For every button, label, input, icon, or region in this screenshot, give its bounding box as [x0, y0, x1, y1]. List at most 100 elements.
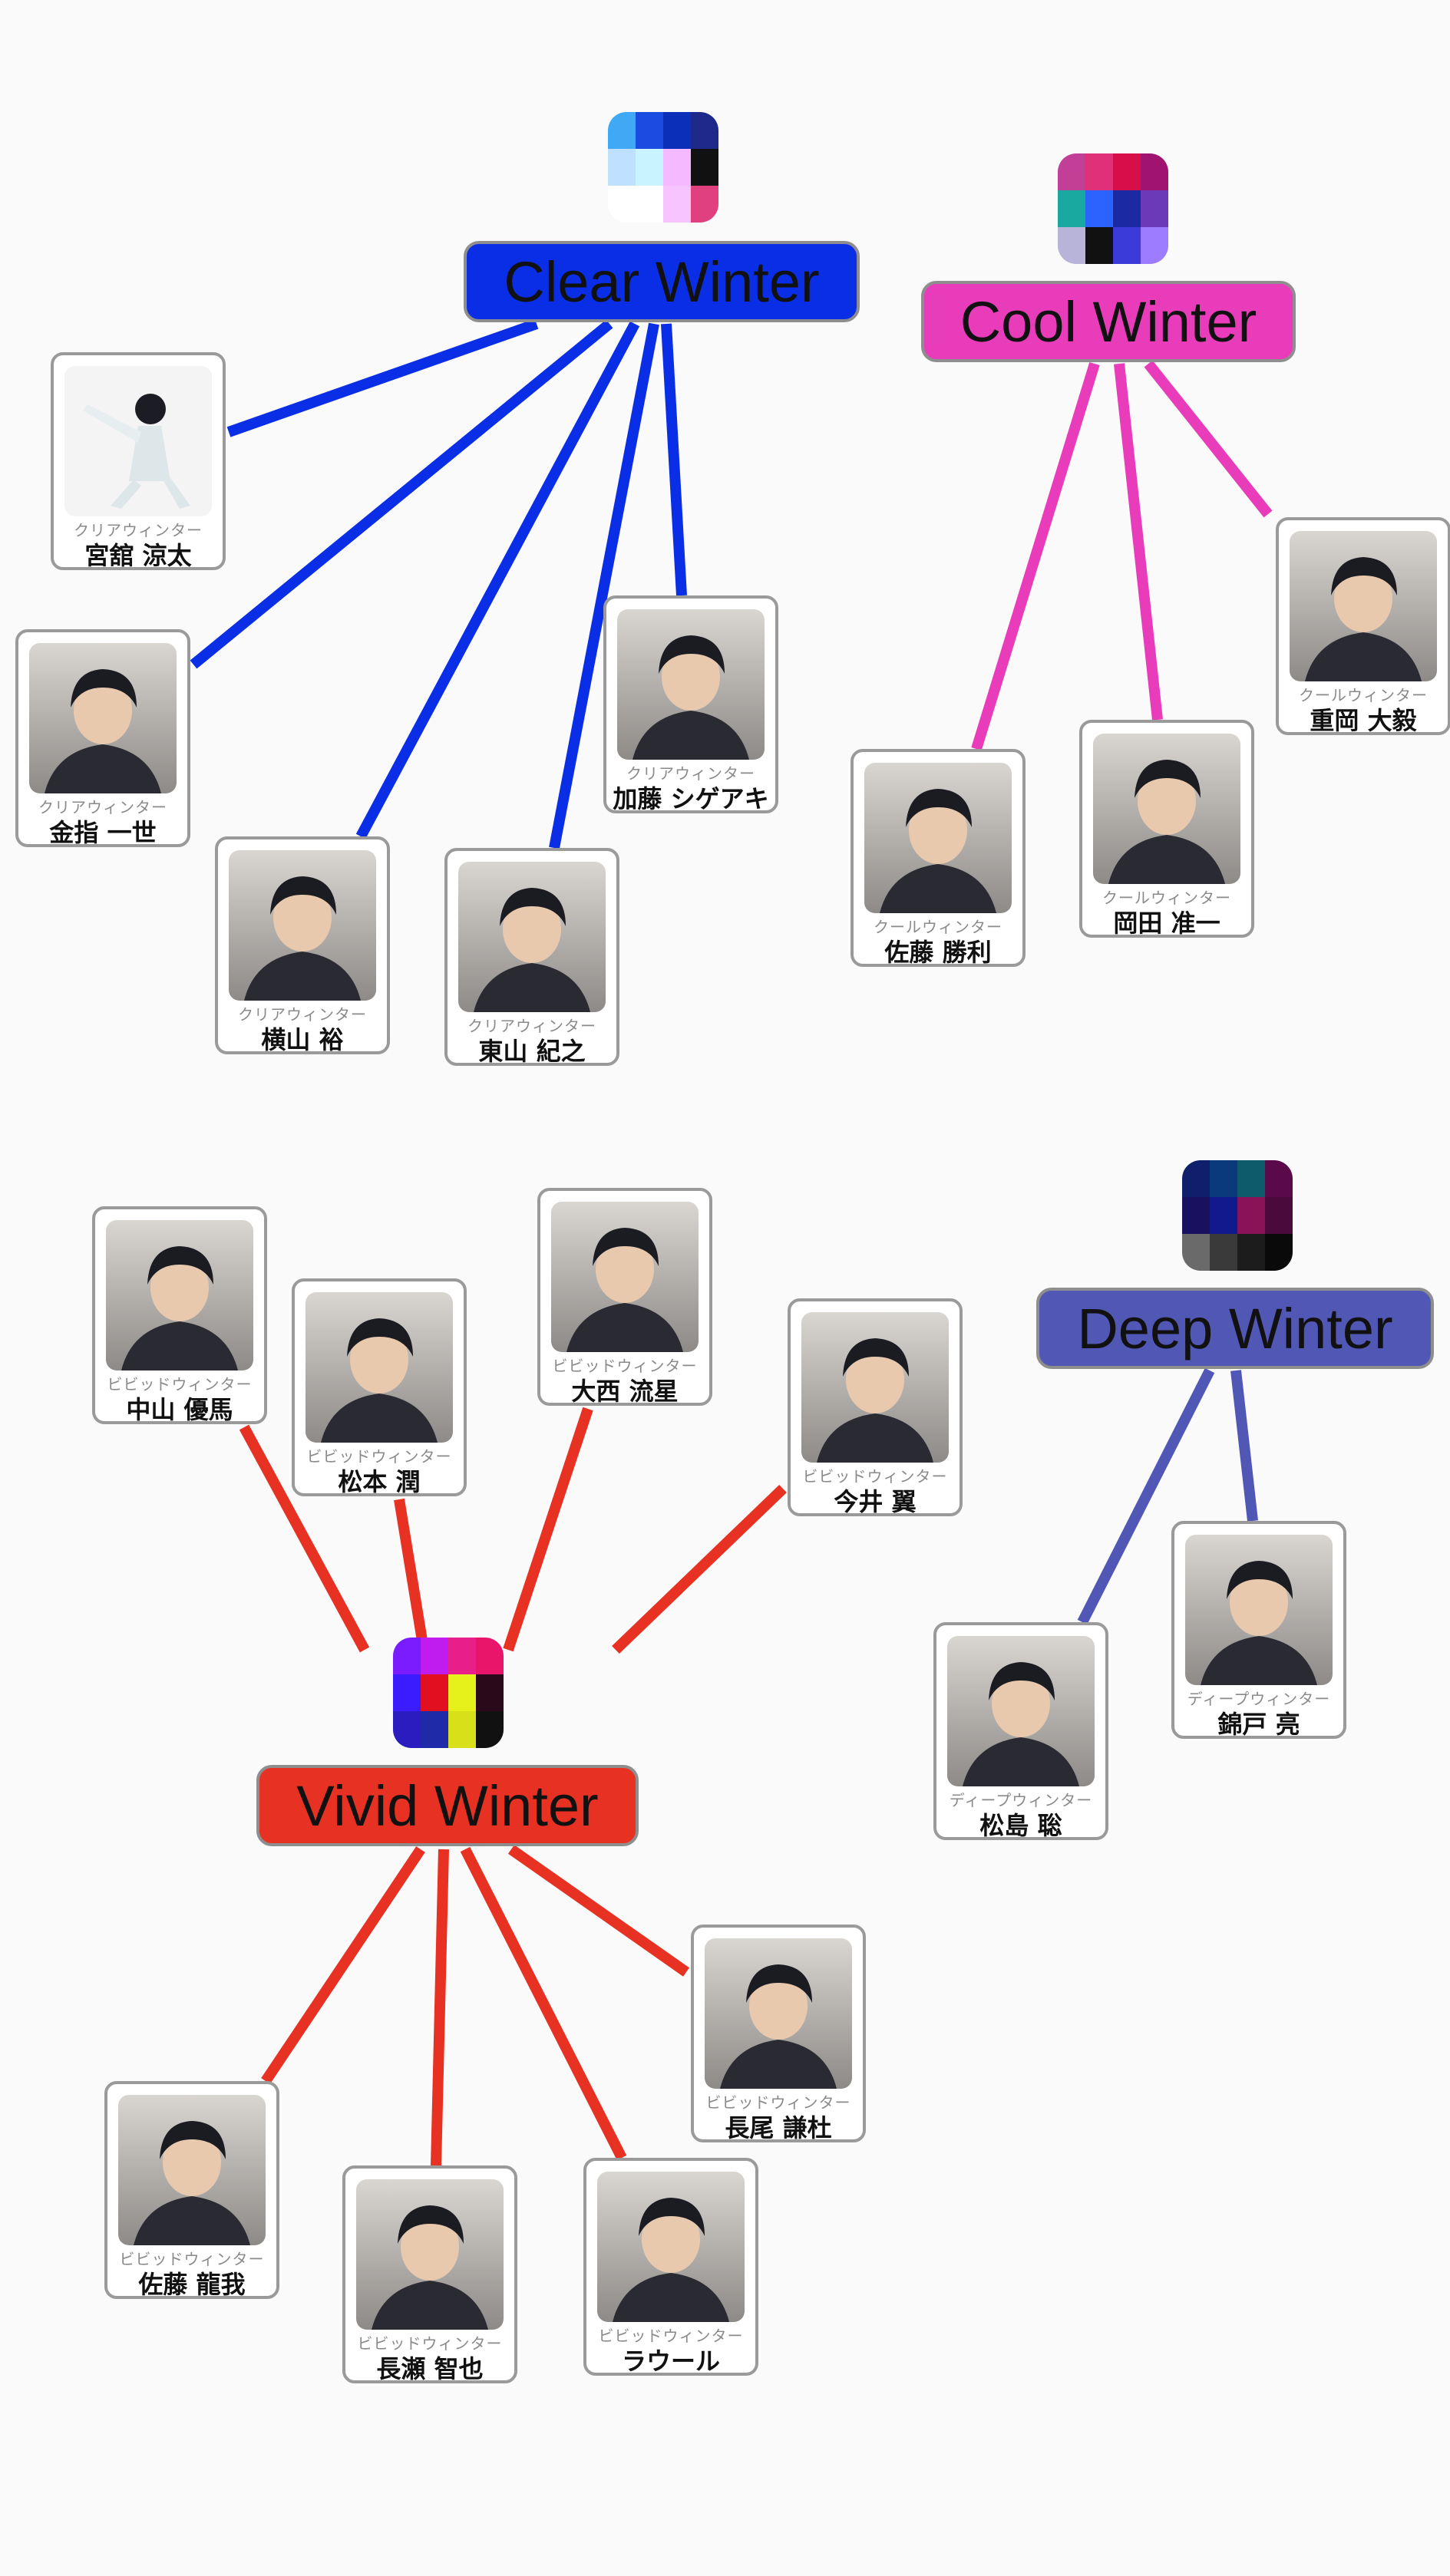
palette-cell: [1237, 1234, 1265, 1271]
member-card[interactable]: クールウィンター岡田 准一: [1079, 720, 1254, 938]
member-card[interactable]: クールウィンター重岡 大毅: [1276, 517, 1450, 735]
member-card[interactable]: ビビッドウィンター中山 優馬: [92, 1206, 267, 1424]
member-name: 松島 聡: [979, 1811, 1062, 1840]
member-card[interactable]: ディープウィンター松島 聡: [933, 1622, 1108, 1840]
cool-winter-connector: [971, 361, 1100, 751]
palette-cell: [1058, 153, 1085, 190]
deep-winter-label[interactable]: Deep Winter: [1036, 1288, 1434, 1369]
member-card[interactable]: クールウィンター佐藤 勝利: [851, 749, 1026, 967]
palette-cell: [448, 1638, 476, 1674]
palette-cell: [636, 186, 663, 223]
palette-cell: [1210, 1234, 1237, 1271]
palette-cell: [1182, 1160, 1210, 1197]
member-name: 東山 紀之: [478, 1037, 586, 1066]
palette-cell: [421, 1711, 448, 1748]
palette-cell: [1085, 190, 1113, 227]
palette-cell: [1058, 190, 1085, 227]
palette-cell: [1237, 1197, 1265, 1234]
member-card[interactable]: クリアウィンター宮舘 涼太: [51, 352, 226, 570]
cool-winter-label[interactable]: Cool Winter: [921, 281, 1296, 362]
palette-cell: [608, 112, 636, 149]
member-name: 大西 流星: [571, 1377, 679, 1406]
member-subtype: ディープウィンター: [949, 1791, 1093, 1809]
portrait-icon: [597, 2172, 745, 2322]
portrait-icon: [1185, 1535, 1333, 1685]
member-card[interactable]: ビビッドウィンターラウール: [583, 2158, 758, 2376]
member-subtype: クリアウィンター: [238, 1005, 367, 1024]
deep-winter-connector: [1077, 1367, 1215, 1625]
member-card[interactable]: クリアウィンター加藤 シゲアキ: [603, 595, 778, 813]
clear-winter-label[interactable]: Clear Winter: [464, 241, 860, 322]
deep-winter-palette-swatch: [1182, 1160, 1293, 1271]
clear-winter-connector: [226, 318, 539, 437]
member-name: 加藤 シゲアキ: [613, 784, 769, 813]
clear-winter-connector: [661, 323, 687, 596]
member-name: 岡田 准一: [1113, 909, 1220, 938]
vivid-winter-connector: [261, 1846, 425, 2084]
member-card[interactable]: ビビッドウィンター今井 翼: [788, 1298, 963, 1516]
palette-cell: [393, 1638, 421, 1674]
portrait-icon: [306, 1292, 453, 1443]
palette-cell: [608, 186, 636, 223]
member-subtype: クリアウィンター: [38, 798, 167, 816]
portrait-icon: [864, 763, 1012, 913]
member-subtype: ビビッドウィンター: [705, 2093, 851, 2112]
member-name: ラウール: [621, 2347, 720, 2376]
member-card[interactable]: ビビッドウィンター松本 潤: [292, 1278, 467, 1496]
member-name: 宮舘 涼太: [84, 541, 192, 570]
vivid-winter-connector: [394, 1498, 429, 1651]
vivid-winter-connector: [460, 1846, 627, 2161]
palette-cell: [1085, 153, 1113, 190]
member-subtype: クリアウィンター: [626, 764, 755, 783]
member-card[interactable]: クリアウィンター横山 裕: [215, 836, 390, 1054]
figure-icon: [64, 366, 212, 516]
member-name: 中山 優馬: [126, 1395, 233, 1424]
palette-cell: [448, 1674, 476, 1711]
member-name: 佐藤 龍我: [138, 2270, 246, 2299]
vivid-winter-connector: [507, 1845, 690, 1977]
member-name: 今井 翼: [834, 1487, 917, 1516]
palette-cell: [1085, 227, 1113, 264]
member-subtype: ビビッドウィンター: [552, 1357, 698, 1375]
portrait-icon: [229, 850, 376, 1001]
palette-cell: [448, 1711, 476, 1748]
palette-cell: [1182, 1234, 1210, 1271]
portrait-icon: [29, 643, 177, 793]
palette-cell: [1141, 190, 1168, 227]
palette-cell: [1265, 1197, 1293, 1234]
portrait-icon: [356, 2179, 504, 2330]
member-name: 長瀬 智也: [376, 2354, 484, 2383]
clear-winter-connector: [355, 321, 640, 839]
member-subtype: ビビッドウィンター: [357, 2334, 503, 2353]
member-subtype: ビビッドウィンター: [598, 2327, 744, 2345]
palette-cell: [1265, 1160, 1293, 1197]
vivid-winter-palette-swatch: [393, 1638, 504, 1748]
palette-cell: [608, 149, 636, 186]
portrait-icon: [458, 862, 606, 1012]
portrait-icon: [947, 1636, 1095, 1786]
portrait-icon: [705, 1938, 852, 2089]
member-name: 松本 潤: [338, 1467, 421, 1496]
member-card[interactable]: ビビッドウィンター長瀬 智也: [342, 2165, 517, 2383]
cool-winter-connector: [1114, 363, 1163, 721]
palette-cell: [1113, 153, 1141, 190]
member-card[interactable]: ビビッドウィンター佐藤 龍我: [104, 2081, 279, 2299]
member-subtype: ディープウィンター: [1187, 1690, 1331, 1708]
portrait-icon: [801, 1312, 949, 1463]
member-subtype: クールウィンター: [1299, 686, 1428, 704]
member-card[interactable]: ディープウィンター錦戸 亮: [1171, 1521, 1346, 1739]
member-card[interactable]: クリアウィンター金指 一世: [15, 629, 190, 847]
clear-winter-palette-swatch: [608, 112, 718, 223]
member-card[interactable]: クリアウィンター東山 紀之: [444, 848, 619, 1066]
clear-winter-connector: [190, 319, 613, 669]
palette-cell: [1237, 1160, 1265, 1197]
vivid-winter-label[interactable]: Vivid Winter: [256, 1765, 639, 1846]
member-card[interactable]: ビビッドウィンター大西 流星: [537, 1188, 712, 1406]
palette-cell: [1210, 1197, 1237, 1234]
member-name: 錦戸 亮: [1217, 1710, 1300, 1739]
vivid-winter-connector: [612, 1484, 787, 1654]
palette-cell: [1182, 1197, 1210, 1234]
member-card[interactable]: ビビッドウィンター長尾 謙杜: [691, 1925, 866, 2142]
palette-cell: [691, 149, 718, 186]
member-subtype: ビビッドウィンター: [119, 2250, 265, 2268]
